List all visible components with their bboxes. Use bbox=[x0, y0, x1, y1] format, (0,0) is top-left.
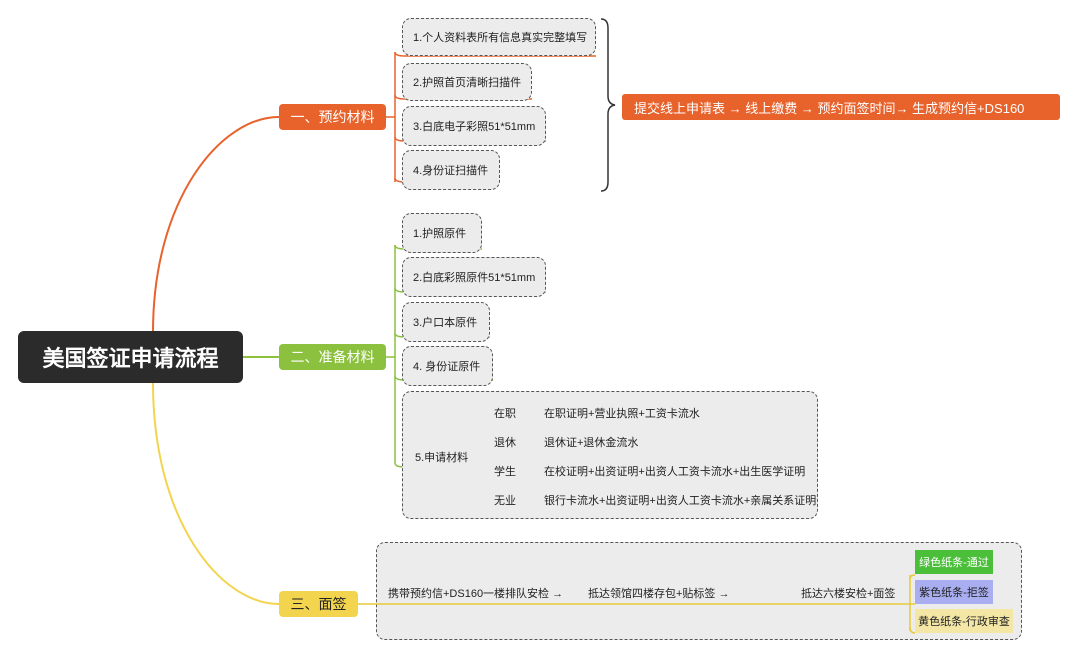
booking-item-label: 4.身份证扫描件 bbox=[413, 165, 489, 177]
result-approved: 绿色纸条-通过 bbox=[915, 550, 993, 574]
application-materials-group bbox=[402, 391, 818, 519]
booking-process-steps: 提交线上申请表 → 线上缴费 → 预约面签时间→ 生成预约信+DS160 bbox=[622, 94, 1060, 120]
booking-item-4: 4.身份证扫描件 bbox=[402, 150, 500, 190]
prepare-item-1: 1.护照原件 bbox=[402, 213, 482, 253]
branch-node-interview: 三、面签 bbox=[279, 591, 358, 617]
category-label: 退休 bbox=[494, 437, 516, 449]
category-docs: 在校证明+出资证明+出资人工资卡流水+出生医学证明 bbox=[544, 466, 806, 478]
category-docs: 银行卡流水+出资证明+出资人工资卡流水+亲属关系证明 bbox=[544, 495, 817, 507]
booking-item-label: 3.白底电子彩照51*51mm bbox=[413, 121, 536, 133]
category-label: 无业 bbox=[494, 495, 516, 507]
branch-node-booking-materials: 一、预约材料 bbox=[279, 104, 386, 130]
prepare-item-4: 4. 身份证原件 bbox=[402, 346, 493, 386]
prepare-item-2: 2.白底彩照原件51*51mm bbox=[402, 257, 546, 297]
booking-item-label: 1.个人资料表所有信息真实完整填写 bbox=[413, 32, 588, 44]
application-materials-label: 5.申请材料 bbox=[415, 452, 469, 464]
branch-node-prepare-materials: 二、准备材料 bbox=[279, 344, 386, 370]
booking-item-1: 1.个人资料表所有信息真实完整填写 bbox=[402, 18, 596, 56]
prepare-item-label: 1.护照原件 bbox=[413, 228, 467, 240]
booking-item-2: 2.护照首页清晰扫描件 bbox=[402, 63, 532, 101]
interview-step-1: 携带预约信+DS160一楼排队安检 → bbox=[388, 588, 564, 600]
category-docs: 在职证明+营业执照+工资卡流水 bbox=[544, 408, 700, 420]
category-label: 学生 bbox=[494, 466, 516, 478]
booking-item-3: 3.白底电子彩照51*51mm bbox=[402, 106, 546, 146]
prepare-item-label: 4. 身份证原件 bbox=[413, 361, 481, 373]
prepare-item-label: 3.户口本原件 bbox=[413, 317, 478, 329]
booking-item-label: 2.护照首页清晰扫描件 bbox=[413, 77, 522, 89]
result-administrative-review: 黄色纸条-行政审查 bbox=[915, 609, 1013, 633]
interview-step-2: 抵达领馆四楼存包+贴标签 → bbox=[588, 588, 730, 600]
prepare-item-3: 3.户口本原件 bbox=[402, 302, 490, 342]
interview-step-3: 抵达六楼安检+面签 bbox=[801, 588, 896, 600]
result-refused: 紫色纸条-拒签 bbox=[915, 580, 993, 604]
root-node: 美国签证申请流程 bbox=[18, 331, 243, 383]
prepare-item-label: 2.白底彩照原件51*51mm bbox=[413, 272, 536, 284]
category-docs: 退休证+退休金流水 bbox=[544, 437, 639, 449]
category-label: 在职 bbox=[494, 408, 516, 420]
